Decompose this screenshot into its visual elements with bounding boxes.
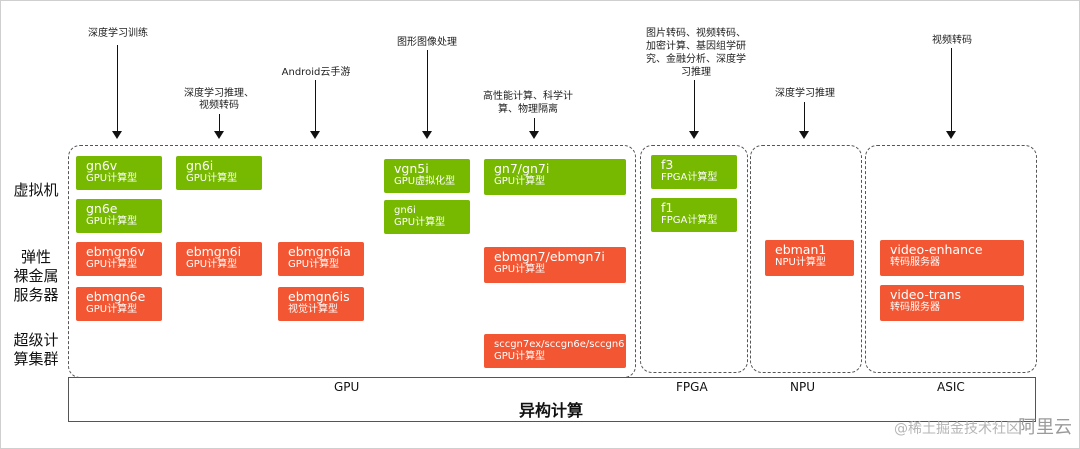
row-label-scc-line1: 超级计: [13, 331, 59, 349]
instance-f3[interactable]: f3 FPGA计算型: [651, 155, 737, 189]
instance-ebmgn6is[interactable]: ebmgn6is 视觉计算型: [278, 287, 364, 321]
instance-type: GPU计算型: [86, 173, 138, 184]
bottom-title: 异构计算: [519, 401, 584, 420]
row-label-scc-line2: 算集群: [13, 350, 59, 368]
instance-type: GPU计算型: [394, 217, 446, 228]
column-label-asic: ASIC: [937, 380, 965, 394]
annotation-dl-train: 深度学习训练: [88, 28, 148, 39]
instance-type: GPU计算型: [186, 259, 238, 270]
instance-name: gn7/gn7i: [494, 161, 550, 176]
instance-name: gn6e: [86, 201, 118, 216]
group-asic: [865, 145, 1037, 373]
arrow-npu: [799, 102, 809, 139]
instance-name: video-enhance: [890, 242, 983, 257]
instance-gn7[interactable]: gn7/gn7i GPU计算型: [484, 159, 626, 195]
annotation-fpga-line3: 究、金融分析、深度学: [646, 54, 746, 65]
arrow-dl-infer: [214, 114, 224, 139]
instance-type: GPU计算型: [86, 304, 138, 315]
arrow-hpc: [529, 118, 539, 139]
annotation-android: Android云手游: [281, 67, 351, 78]
annotation-dl-infer-line2: 视频转码: [199, 100, 239, 111]
instance-name: gn6i: [394, 205, 416, 216]
instance-vgn5i[interactable]: vgn5i GPU虚拟化型: [384, 159, 470, 193]
instance-gn6i-b[interactable]: gn6i GPU计算型: [384, 200, 470, 234]
instance-type: FPGA计算型: [661, 215, 718, 226]
column-label-gpu: GPU: [334, 380, 360, 394]
instance-name: ebman1: [775, 242, 827, 257]
instance-name: gn6i: [186, 158, 214, 173]
instance-type: 转码服务器: [890, 257, 940, 268]
arrow-android: [310, 80, 320, 139]
instance-type: GPU计算型: [86, 216, 138, 227]
arrow-graphics: [422, 50, 432, 139]
instance-name: ebmgn7/ebmgn7i: [494, 249, 605, 264]
instance-name: ebmgn6is: [288, 289, 350, 304]
column-label-fpga: FPGA: [676, 380, 708, 394]
annotation-asic: 视频转码: [932, 35, 972, 46]
row-label-vm: 虚拟机: [13, 181, 59, 199]
instance-name: f3: [661, 157, 674, 172]
arrow-fpga: [689, 80, 699, 139]
instance-type: GPU计算型: [186, 173, 238, 184]
annotation-fpga-line1: 图片转码、视频转码、: [646, 28, 746, 39]
instance-name: ebmgn6e: [86, 289, 146, 304]
instance-ebmgn6e[interactable]: ebmgn6e GPU计算型: [76, 287, 162, 321]
instance-name: video-trans: [890, 287, 962, 302]
annotation-npu: 深度学习推理: [775, 88, 835, 99]
instance-type: GPU计算型: [494, 264, 546, 275]
instance-name: ebmgn6v: [86, 244, 146, 259]
instance-gn6e[interactable]: gn6e GPU计算型: [76, 199, 162, 233]
instance-ebmgn6v[interactable]: ebmgn6v GPU计算型: [76, 242, 162, 276]
group-npu: [750, 145, 862, 373]
instance-f1[interactable]: f1 FPGA计算型: [651, 198, 737, 232]
row-label-ebm-line2: 裸金属: [13, 267, 59, 285]
annotation-hpc-line2: 算、物理隔离: [498, 104, 558, 115]
instance-type: GPU计算型: [86, 259, 138, 270]
column-label-npu: NPU: [790, 380, 815, 394]
instance-name: f1: [661, 200, 674, 215]
instance-gn6v[interactable]: gn6v GPU计算型: [76, 156, 162, 190]
instance-type: NPU计算型: [775, 257, 826, 268]
watermark-text: @稀土掘金技术社区: [894, 421, 1020, 437]
instance-type: GPU计算型: [494, 351, 546, 362]
group-fpga: [640, 145, 748, 373]
instance-type: GPU计算型: [494, 176, 546, 187]
instance-type: 视觉计算型: [288, 304, 338, 315]
instance-type: 转码服务器: [890, 302, 940, 313]
instance-type: GPU虚拟化型: [394, 176, 456, 187]
instance-ebmgn6i[interactable]: ebmgn6i GPU计算型: [176, 242, 262, 276]
instance-name: ebmgn6i: [186, 244, 242, 259]
annotation-hpc-line1: 高性能计算、科学计: [483, 91, 573, 102]
instance-name: vgn5i: [394, 161, 429, 176]
instance-name: gn6v: [86, 158, 118, 173]
annotation-dl-infer-line1: 深度学习推理、: [184, 88, 254, 99]
watermark-logo: 阿里云: [1018, 417, 1072, 438]
instance-name: ebmgn6ia: [288, 244, 351, 259]
instance-name: sccgn7ex/sccgn6e/sccgn6: [494, 339, 625, 350]
row-label-ebm-line3: 服务器: [13, 286, 59, 304]
heterogeneous-computing-bar: [68, 377, 1036, 422]
instance-ebmgn6ia[interactable]: ebmgn6ia GPU计算型: [278, 242, 364, 276]
instance-ebman1[interactable]: ebman1 NPU计算型: [765, 240, 854, 276]
row-label-ebm-line1: 弹性: [20, 248, 51, 266]
instance-gn6i[interactable]: gn6i GPU计算型: [176, 156, 262, 190]
annotation-fpga-line2: 加密计算、基因组学研: [646, 41, 746, 52]
arrow-dl-train: [112, 45, 122, 139]
instance-ebmgn7[interactable]: ebmgn7/ebmgn7i GPU计算型: [484, 247, 626, 283]
annotation-graphics: 图形图像处理: [397, 37, 457, 48]
instance-sccgn[interactable]: sccgn7ex/sccgn6e/sccgn6 GPU计算型: [484, 334, 626, 368]
arrow-asic: [946, 48, 956, 139]
instance-video-trans[interactable]: video-trans 转码服务器: [880, 285, 1024, 321]
instance-type: GPU计算型: [288, 259, 340, 270]
instance-video-enhance[interactable]: video-enhance 转码服务器: [880, 240, 1024, 276]
instance-type: FPGA计算型: [661, 172, 718, 183]
annotation-fpga-line4: 习推理: [681, 67, 711, 78]
